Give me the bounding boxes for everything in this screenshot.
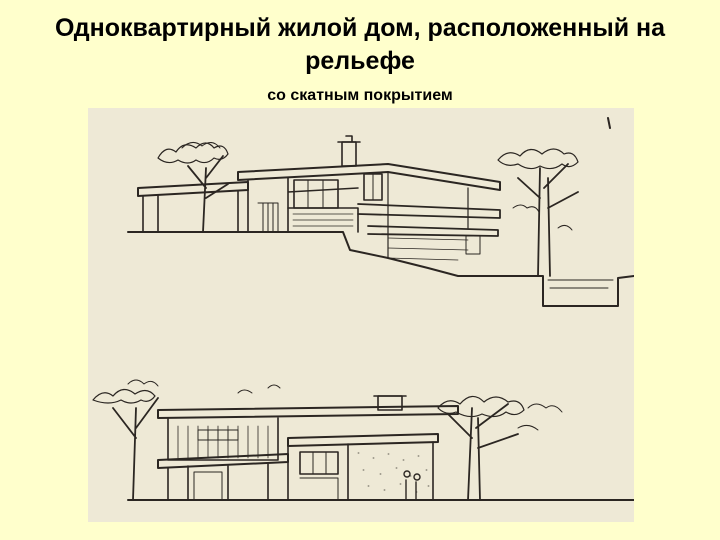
house-elevations-sketch <box>92 117 634 501</box>
architectural-drawing <box>88 108 634 522</box>
bottom-elevation <box>92 379 634 501</box>
slide-title: Одноквартирный жилой дом, расположенный … <box>0 12 720 78</box>
title-line-1: Одноквартирный жилой дом, расположенный … <box>54 14 666 42</box>
top-elevation <box>127 117 634 307</box>
title-line-2: рельефе <box>305 47 415 75</box>
slide-subtitle: со скатным покрытием <box>267 87 453 104</box>
